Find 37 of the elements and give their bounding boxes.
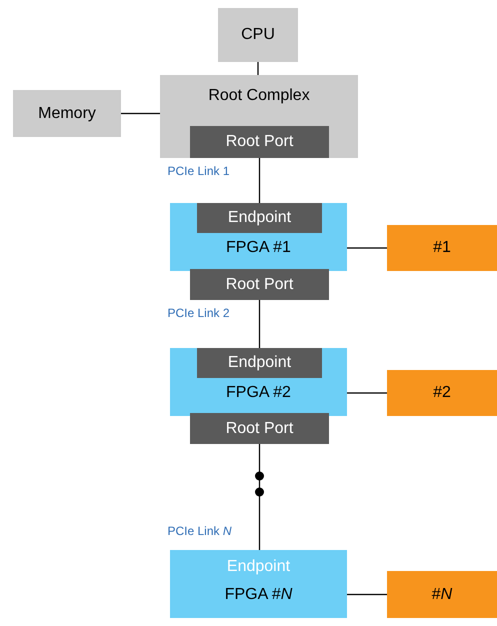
config-device-box xyxy=(387,370,497,416)
node-label: Root Port xyxy=(224,276,294,294)
node-label: CPU xyxy=(240,26,276,44)
config-device-box xyxy=(387,571,497,618)
node-label: Root Port xyxy=(224,133,294,151)
link-line xyxy=(347,392,387,394)
node-label: Endpoint xyxy=(226,209,292,227)
port-box xyxy=(197,203,322,233)
link-line xyxy=(258,300,260,348)
component-box xyxy=(218,8,298,62)
endpoint-label: Endpoint xyxy=(226,558,292,576)
link-line xyxy=(121,112,160,114)
link-line xyxy=(257,62,259,75)
device-label: #2 xyxy=(432,384,452,402)
node-label: Memory xyxy=(37,104,97,122)
fpga-box xyxy=(170,203,347,271)
fpga-box xyxy=(170,550,347,618)
link-line xyxy=(258,444,260,550)
node-label: FPGA #N xyxy=(224,586,294,604)
node-label: FPGA #1 xyxy=(225,239,292,257)
port-box xyxy=(197,348,322,378)
node-label: Root Complex xyxy=(207,87,311,105)
config-device-box xyxy=(387,225,497,271)
node-label: Endpoint xyxy=(226,354,292,372)
component-box xyxy=(13,90,121,137)
port-box xyxy=(190,269,329,300)
device-label: #N xyxy=(430,586,454,604)
link-line xyxy=(347,247,387,249)
link-line xyxy=(258,158,260,203)
node-label: Root Port xyxy=(224,420,294,438)
node-label: FPGA #2 xyxy=(225,384,292,402)
link-line xyxy=(347,594,387,596)
device-label: #1 xyxy=(432,239,452,257)
port-box xyxy=(190,126,329,158)
fpga-box xyxy=(170,348,347,416)
component-box xyxy=(160,75,358,158)
port-box xyxy=(190,413,329,444)
